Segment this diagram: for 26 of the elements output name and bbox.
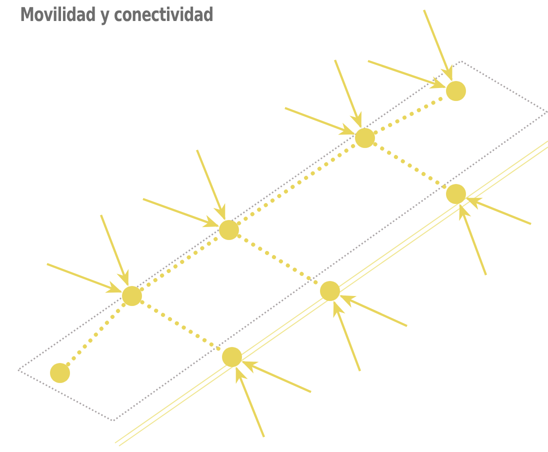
arrow bbox=[368, 60, 446, 89]
arrow bbox=[339, 294, 408, 327]
stop-dot bbox=[222, 347, 242, 367]
arrow bbox=[235, 366, 266, 438]
arrow bbox=[196, 150, 226, 220]
stop-dot bbox=[122, 286, 142, 306]
dotted-path bbox=[66, 302, 126, 366]
arrow bbox=[459, 204, 488, 276]
arrow bbox=[334, 60, 362, 128]
arrow bbox=[142, 198, 220, 228]
stop-dot bbox=[355, 128, 375, 148]
arrow bbox=[46, 262, 122, 293]
arrow bbox=[333, 300, 362, 372]
dotted-path bbox=[373, 142, 448, 190]
arrow bbox=[466, 197, 532, 226]
diagram-title: Movilidad y conectividad bbox=[20, 4, 214, 26]
arrow bbox=[422, 10, 453, 82]
stop-dot bbox=[219, 220, 239, 240]
stop-dot bbox=[320, 281, 340, 301]
stop-dot bbox=[446, 184, 466, 204]
stop-dot bbox=[50, 363, 70, 383]
arrow bbox=[100, 214, 129, 286]
arrow bbox=[284, 106, 356, 135]
stop-dot bbox=[446, 81, 466, 101]
dotted-path bbox=[236, 142, 358, 226]
arrow bbox=[242, 360, 312, 393]
